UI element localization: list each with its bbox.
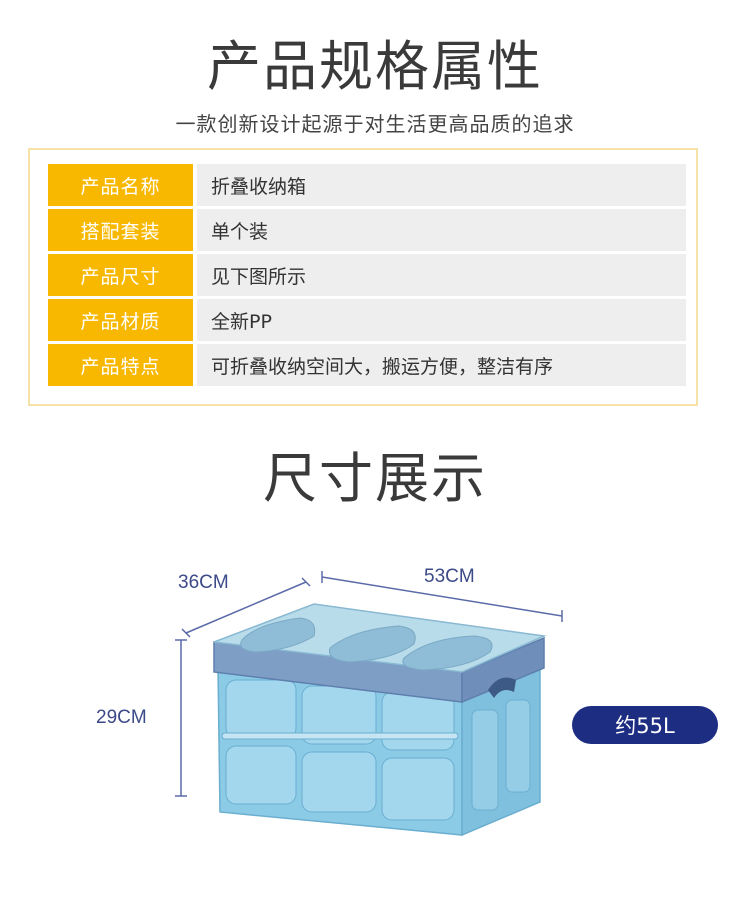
spec-row-features: 产品特点 可折叠收纳空间大，搬运方便，整洁有序: [48, 344, 686, 386]
spec-value: 可折叠收纳空间大，搬运方便，整洁有序: [197, 344, 686, 386]
box-body: [217, 664, 541, 837]
box-lid: [213, 603, 547, 704]
spec-section-title: 产品规格属性: [207, 35, 543, 98]
spec-label: 产品名称: [48, 164, 193, 206]
spec-row-material: 产品材质 全新PP: [48, 299, 686, 341]
spec-value: 单个装: [197, 209, 686, 251]
spec-row-size: 产品尺寸 见下图所示: [48, 254, 686, 296]
length-dimension-label: 53CM: [424, 566, 475, 587]
spec-value: 全新PP: [197, 299, 686, 341]
spec-value: 折叠收纳箱: [197, 164, 686, 206]
spec-label: 搭配套装: [48, 209, 193, 251]
storage-box-illustration: [175, 571, 563, 837]
spec-table: 产品名称 折叠收纳箱 搭配套装 单个装 产品尺寸 见下图所示 产品材质 全新PP…: [28, 148, 698, 406]
width-dimension-label: 36CM: [178, 572, 229, 593]
spec-label: 产品材质: [48, 299, 193, 341]
spec-section-subtitle: 一款创新设计起源于对生活更高品质的追求: [175, 112, 575, 136]
capacity-badge: 约55L: [572, 706, 718, 744]
size-section-title: 尺寸展示: [263, 447, 487, 510]
spec-value: 见下图所示: [197, 254, 686, 296]
spec-label: 产品尺寸: [48, 254, 193, 296]
spec-label: 产品特点: [48, 344, 193, 386]
spec-row-name: 产品名称 折叠收纳箱: [48, 164, 686, 206]
spec-row-set: 搭配套装 单个装: [48, 209, 686, 251]
dimension-lines: [175, 571, 563, 797]
height-dimension-label: 29CM: [96, 707, 147, 728]
